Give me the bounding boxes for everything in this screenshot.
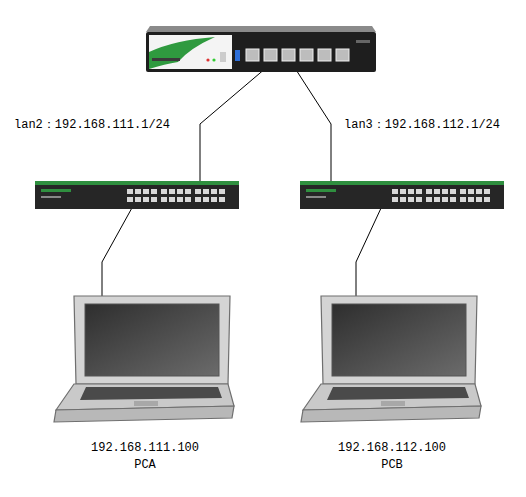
- interface-label: lan3：192.168.112.1/24: [344, 118, 500, 132]
- router-led: [212, 58, 215, 61]
- router-port: [318, 49, 331, 61]
- network-cable: [200, 62, 273, 183]
- interface-label: lan2：192.168.111.1/24: [14, 118, 170, 132]
- laptop: [301, 296, 481, 422]
- laptop: [54, 296, 234, 422]
- network-switch: [35, 181, 239, 209]
- router-top: [146, 26, 376, 32]
- network-cable: [291, 62, 331, 183]
- host-name: PCB: [287, 458, 497, 472]
- laptop-node: 192.168.111.100PCA: [40, 294, 250, 474]
- router-port: [282, 49, 295, 61]
- network-switch: [300, 181, 504, 209]
- router-logo-swoosh: [149, 37, 215, 69]
- router-vent: [356, 40, 370, 43]
- host-name: PCA: [40, 458, 250, 472]
- router-body: [146, 32, 376, 72]
- router-port: [336, 49, 349, 61]
- router-port: [264, 49, 277, 61]
- ip-address: 192.168.112.100: [287, 441, 497, 455]
- ip-address: 192.168.111.100: [40, 441, 250, 455]
- router-button: [220, 52, 226, 62]
- router-logo-mark: [152, 58, 180, 61]
- router-port: [300, 49, 313, 61]
- router-led: [206, 58, 209, 61]
- router-port: [246, 49, 259, 61]
- router-usb-port: [235, 50, 240, 61]
- router: [146, 26, 376, 72]
- laptop-node: 192.168.112.100PCB: [287, 294, 497, 474]
- router-face: [149, 35, 232, 69]
